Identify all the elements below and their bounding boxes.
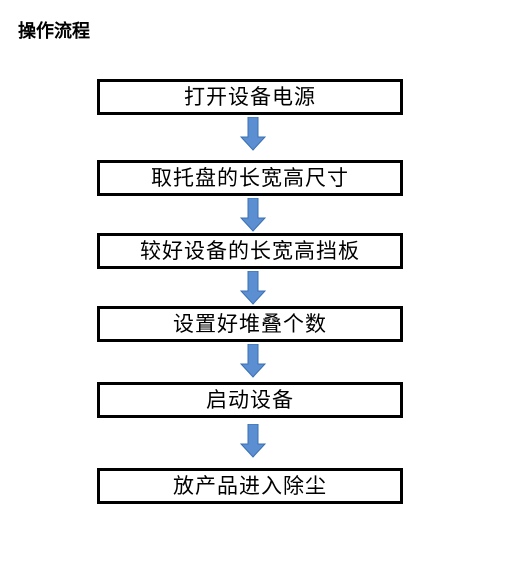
- flow-step-4: 设置好堆叠个数: [97, 306, 403, 342]
- flow-step-6: 放产品进入除尘: [97, 468, 403, 504]
- flow-step-5: 启动设备: [97, 382, 403, 418]
- flow-step-3: 较好设备的长宽高挡板: [97, 233, 403, 269]
- down-arrow-icon: [240, 344, 266, 378]
- down-arrow-icon: [240, 424, 266, 458]
- page-title: 操作流程: [18, 21, 90, 42]
- down-arrow-icon: [240, 117, 266, 151]
- down-arrow-icon: [240, 271, 266, 305]
- down-arrow-icon: [240, 198, 266, 232]
- flow-step-1: 打开设备电源: [97, 79, 403, 115]
- flow-step-2: 取托盘的长宽高尺寸: [97, 160, 403, 196]
